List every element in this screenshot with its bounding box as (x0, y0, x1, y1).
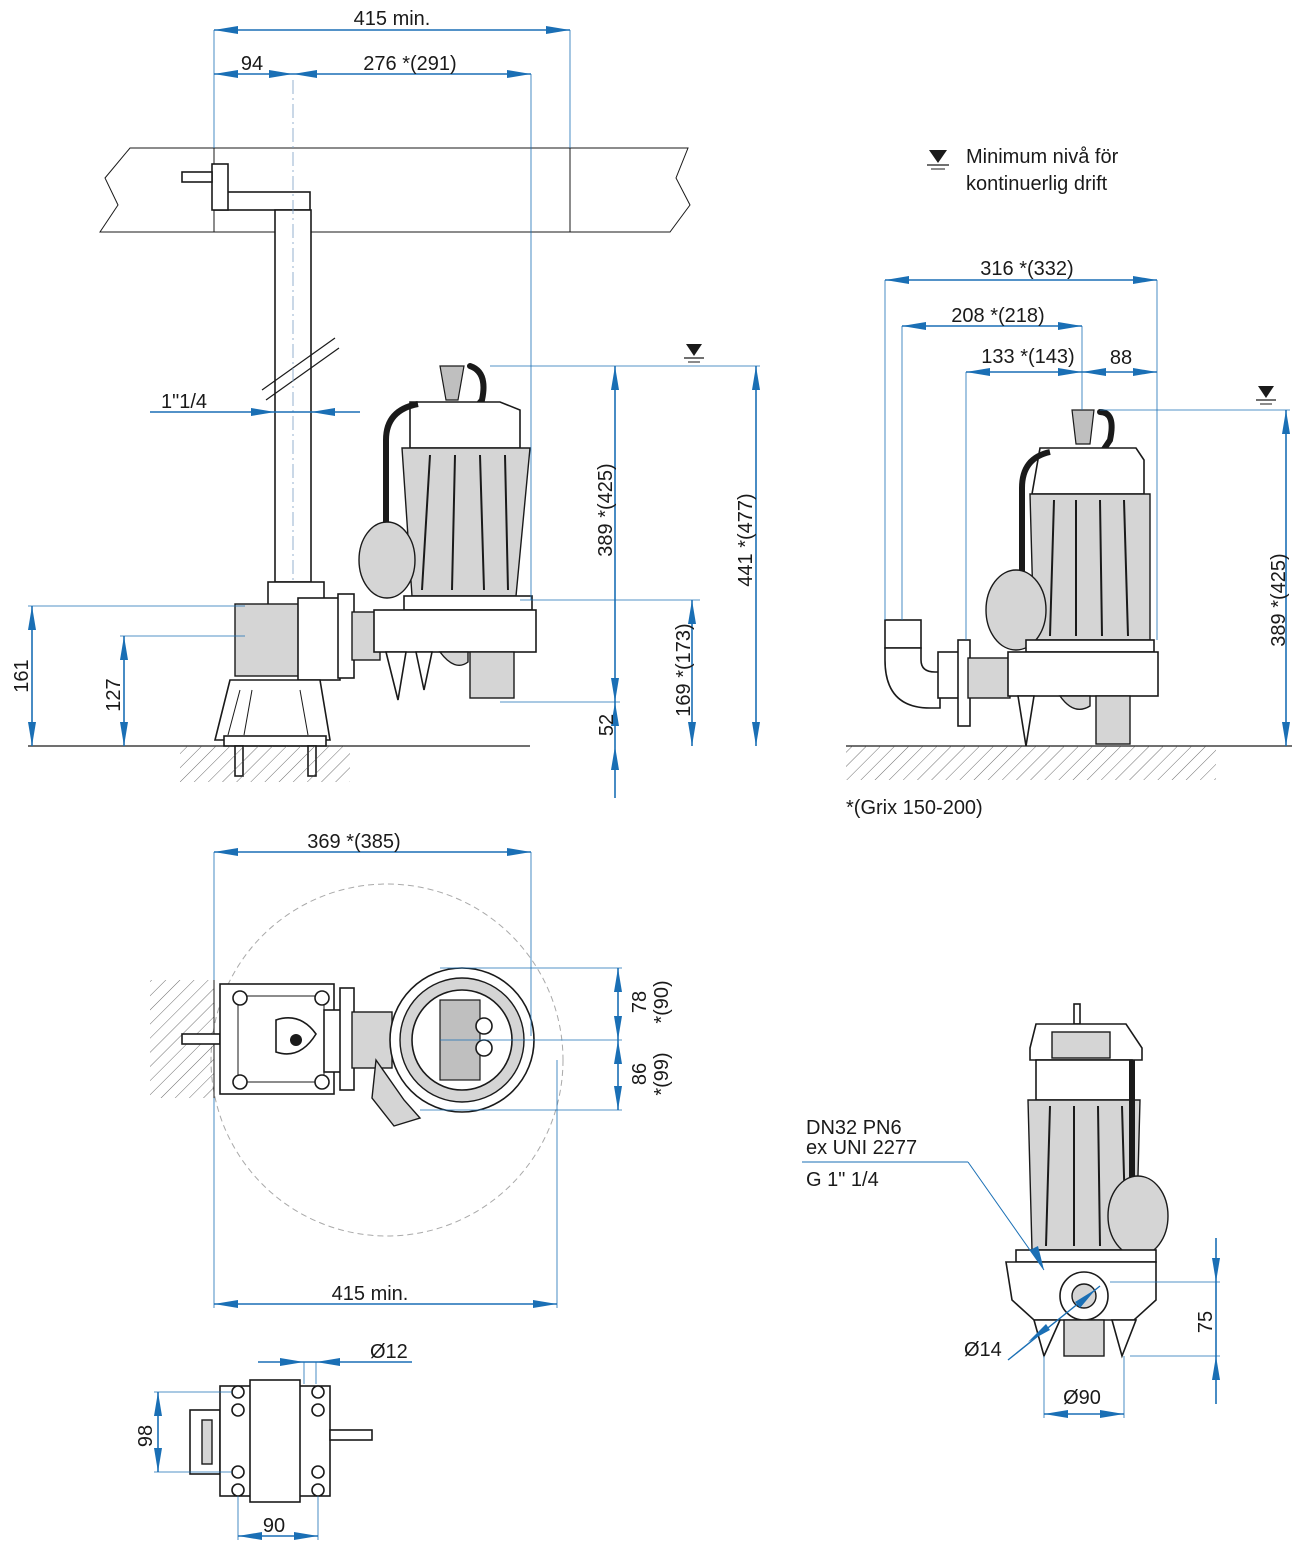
dim-dia-90: Ø90 (1043, 1356, 1125, 1418)
dim-90-base: 90 (237, 1496, 319, 1540)
dim-dia-12: Ø12 (258, 1341, 412, 1384)
dim-height-52-label: 52 (596, 714, 618, 736)
ceiling-slab (99, 147, 691, 233)
plan-view: 369 *(385) 415 min. 78 *(90) 86 *( (150, 831, 673, 1308)
dim-top-width-label: 415 min. (354, 8, 431, 30)
dim-pipe-size-label: 1"1/4 (161, 391, 207, 413)
dim-78-label: 78 (629, 991, 651, 1013)
dim-height-127: 127 (103, 635, 245, 746)
dim-75: 75 (1110, 1238, 1220, 1404)
dim-height-441: 441 *(477) (735, 366, 760, 746)
dim-pipe-to-pump: 276 *(291) (293, 53, 532, 600)
dim-width-208-label: 208 *(218) (951, 305, 1044, 327)
legend-line-1: Minimum nivå för (966, 146, 1119, 168)
dim-width-88-label: 88 (1110, 347, 1132, 369)
dim-width-316: 316 *(332) (884, 258, 1158, 640)
legend: Minimum nivå för kontinuerlig drift (927, 146, 1119, 195)
connection-line-3: G 1" 1/4 (806, 1169, 879, 1191)
dim-dia-14-label: Ø14 (964, 1339, 1002, 1361)
dim-width-415-plan-label: 415 min. (332, 1283, 409, 1305)
dim-width-88: 88 (1082, 347, 1157, 376)
water-level-icon (1256, 386, 1276, 405)
water-level-icon (684, 344, 704, 363)
dim-86: 86 *(99) (420, 1040, 673, 1111)
dim-90-plan-label: *(90) (651, 980, 673, 1023)
floor-left (28, 745, 530, 782)
dim-width-369: 369 *(385) (213, 831, 532, 1036)
dim-height-127-label: 127 (103, 678, 125, 711)
dim-rail-offset-label: 94 (241, 53, 263, 75)
dim-height-389-label: 389 *(425) (595, 463, 617, 556)
dim-height-389-right: 389 *(425) (1100, 409, 1290, 746)
dim-width-316-label: 316 *(332) (980, 258, 1073, 280)
base-coupling (213, 581, 381, 777)
dim-height-169: 169 *(173) (520, 599, 700, 746)
connection-line-1: DN32 PN6 (806, 1117, 902, 1139)
dim-99-label: *(99) (651, 1052, 673, 1095)
dim-height-389: 389 *(425) (490, 365, 760, 702)
dim-height-161: 161 (11, 605, 245, 746)
top-bracket (181, 163, 311, 211)
plan-pump (371, 967, 535, 1127)
dim-78: 78 *(90) (440, 967, 673, 1040)
dim-90-base-label: 90 (263, 1515, 285, 1537)
plan-base (181, 983, 393, 1095)
dim-height-169-label: 169 *(173) (673, 623, 695, 716)
dim-height-52: 52 (500, 701, 620, 798)
legend-line-2: kontinuerlig drift (966, 173, 1108, 195)
dim-width-415-plan: 415 min. (213, 1060, 558, 1308)
dim-dia-12-label: Ø12 (370, 1341, 408, 1363)
pump-body (358, 363, 537, 701)
dim-86-label: 86 (629, 1063, 651, 1085)
dim-98: 98 (135, 1391, 232, 1473)
connection-callout: DN32 PN6 ex UNI 2277 G 1" 1/4 (802, 1117, 1045, 1271)
model-note: *(Grix 150-200) (846, 797, 983, 819)
dim-height-441-label: 441 *(477) (735, 493, 757, 586)
dim-width-208: 208 *(218) (901, 305, 1083, 620)
water-level-icon (927, 150, 949, 170)
discharge-elbow (884, 619, 1011, 727)
base-view: Ø12 98 90 (135, 1341, 412, 1540)
dim-height-161-label: 161 (11, 659, 33, 692)
dim-dia-14: Ø14 (964, 1285, 1101, 1361)
guide-pipe (261, 80, 340, 745)
dim-98-label: 98 (135, 1425, 157, 1447)
pump-body-right (985, 409, 1159, 747)
right-view: 316 *(332) 208 *(218) 133 *(143) 88 (846, 258, 1292, 780)
dim-height-389-right-label: 389 *(425) (1268, 553, 1290, 646)
dim-top-width: 415 min. (213, 8, 571, 148)
dim-dia-90-label: Ø90 (1063, 1387, 1101, 1409)
dim-width-369-label: 369 *(385) (307, 831, 400, 853)
dim-width-133: 133 *(143) (965, 346, 1082, 640)
front-view: DN32 PN6 ex UNI 2277 G 1" 1/4 Ø14 Ø90 (802, 1003, 1220, 1418)
dim-width-133-label: 133 *(143) (981, 346, 1074, 368)
dim-rail-offset: 94 (214, 53, 293, 78)
side-view: 415 min. 94 276 *(291) 1"1/4 (11, 8, 760, 798)
dim-75-label: 75 (1195, 1311, 1217, 1333)
floor-right (846, 745, 1292, 780)
dim-pipe-size: 1"1/4 (150, 391, 360, 416)
connection-line-2: ex UNI 2277 (806, 1137, 917, 1159)
dim-pipe-to-pump-label: 276 *(291) (363, 53, 456, 75)
